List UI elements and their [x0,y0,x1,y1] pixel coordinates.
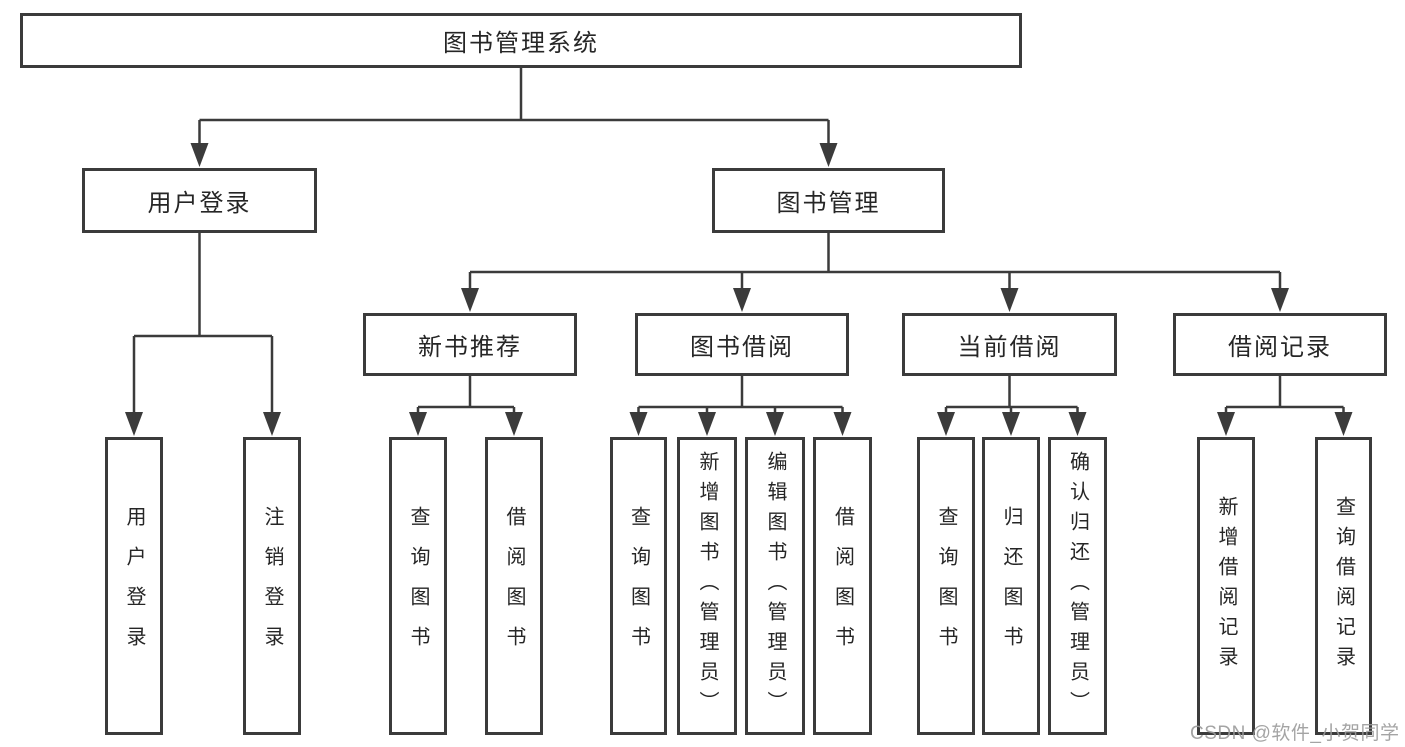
arrowhead-v-return-book [1002,412,1020,436]
arrowhead-v-add-book [698,412,716,436]
node-label-v-logout: 注销登录 [261,506,283,666]
arrowhead-book-borrow [733,288,751,312]
watermark: CSDN @软件_小贺同学 [1190,723,1400,744]
node-v-logout: 注销登录 [243,437,301,735]
arrowhead-v-user-login [125,412,143,436]
node-label-v-query-book-3: 查询图书 [935,506,957,666]
connector-book-mgmt [468,233,1282,295]
arrowhead-current-borrow [1000,288,1019,312]
node-label-user-login: 用户登录 [147,190,252,217]
node-root: 图书管理系统 [20,13,1022,68]
node-v-query-book-1: 查询图书 [389,437,447,735]
node-label-v-query-borrow-record: 查询借阅记录 [1332,496,1355,676]
arrowhead-v-query-borrow-record [1334,412,1353,436]
arrowhead-book-mgmt [819,143,838,167]
arrowhead-v-logout [263,412,281,436]
connector-new-book-rec [416,376,516,419]
arrowhead-v-add-borrow-record [1217,412,1235,436]
node-current-borrow: 当前借阅 [902,313,1117,376]
node-label-v-query-book-1: 查询图书 [407,506,429,666]
node-label-borrow-records: 借阅记录 [1228,334,1332,361]
node-v-borrow-book-2: 借阅图书 [813,437,872,735]
connector-current-borrow [944,376,1079,419]
node-label-book-borrow: 图书借阅 [690,334,794,361]
node-label-v-add-book: 新增图书（管理员） [696,451,718,721]
node-label-v-return-book: 归还图书 [1000,506,1022,666]
node-label-v-add-borrow-record: 新增借阅记录 [1215,496,1237,676]
arrowhead-v-query-book-2 [629,412,648,436]
connector-user-login [132,233,274,419]
node-label-v-user-login: 用户登录 [123,506,145,666]
node-v-query-borrow-record: 查询借阅记录 [1315,437,1372,735]
node-v-add-book: 新增图书（管理员） [677,437,737,735]
arrowhead-v-confirm-return [1068,412,1087,436]
node-book-borrow: 图书借阅 [635,313,849,376]
node-borrow-records: 借阅记录 [1173,313,1387,376]
connector-borrow-records [1224,376,1345,419]
arrowhead-v-query-book-3 [937,412,955,436]
node-user-login: 用户登录 [82,168,317,233]
connector-book-borrow [637,376,844,419]
arrowhead-v-edit-book [766,412,784,436]
node-v-query-book-3: 查询图书 [917,437,975,735]
node-new-book-rec: 新书推荐 [363,313,577,376]
node-label-v-borrow-book-2: 借阅图书 [831,506,854,666]
arrowhead-user-login [190,143,209,167]
node-v-borrow-book-1: 借阅图书 [485,437,543,735]
node-v-query-book-2: 查询图书 [610,437,667,735]
node-label-v-edit-book: 编辑图书（管理员） [764,451,786,721]
node-book-mgmt: 图书管理 [712,168,945,233]
node-label-v-borrow-book-1: 借阅图书 [503,506,525,666]
arrowhead-v-borrow-book-2 [833,412,852,436]
node-v-edit-book: 编辑图书（管理员） [745,437,805,735]
node-label-root: 图书管理系统 [443,30,599,57]
node-label-v-confirm-return: 确认归还（管理员） [1066,451,1089,721]
node-label-new-book-rec: 新书推荐 [418,334,522,361]
node-label-book-mgmt: 图书管理 [776,190,881,217]
arrowhead-v-query-book-1 [409,412,427,436]
node-v-add-borrow-record: 新增借阅记录 [1197,437,1255,735]
arrowhead-v-borrow-book-1 [505,412,523,436]
node-v-confirm-return: 确认归还（管理员） [1048,437,1107,735]
node-v-return-book: 归还图书 [982,437,1040,735]
connector-root [198,68,830,150]
arrowhead-new-book-rec [461,288,479,312]
node-label-current-borrow: 当前借阅 [957,334,1062,361]
arrowhead-borrow-records [1271,288,1289,312]
node-v-user-login: 用户登录 [105,437,163,735]
node-label-v-query-book-2: 查询图书 [627,506,650,666]
